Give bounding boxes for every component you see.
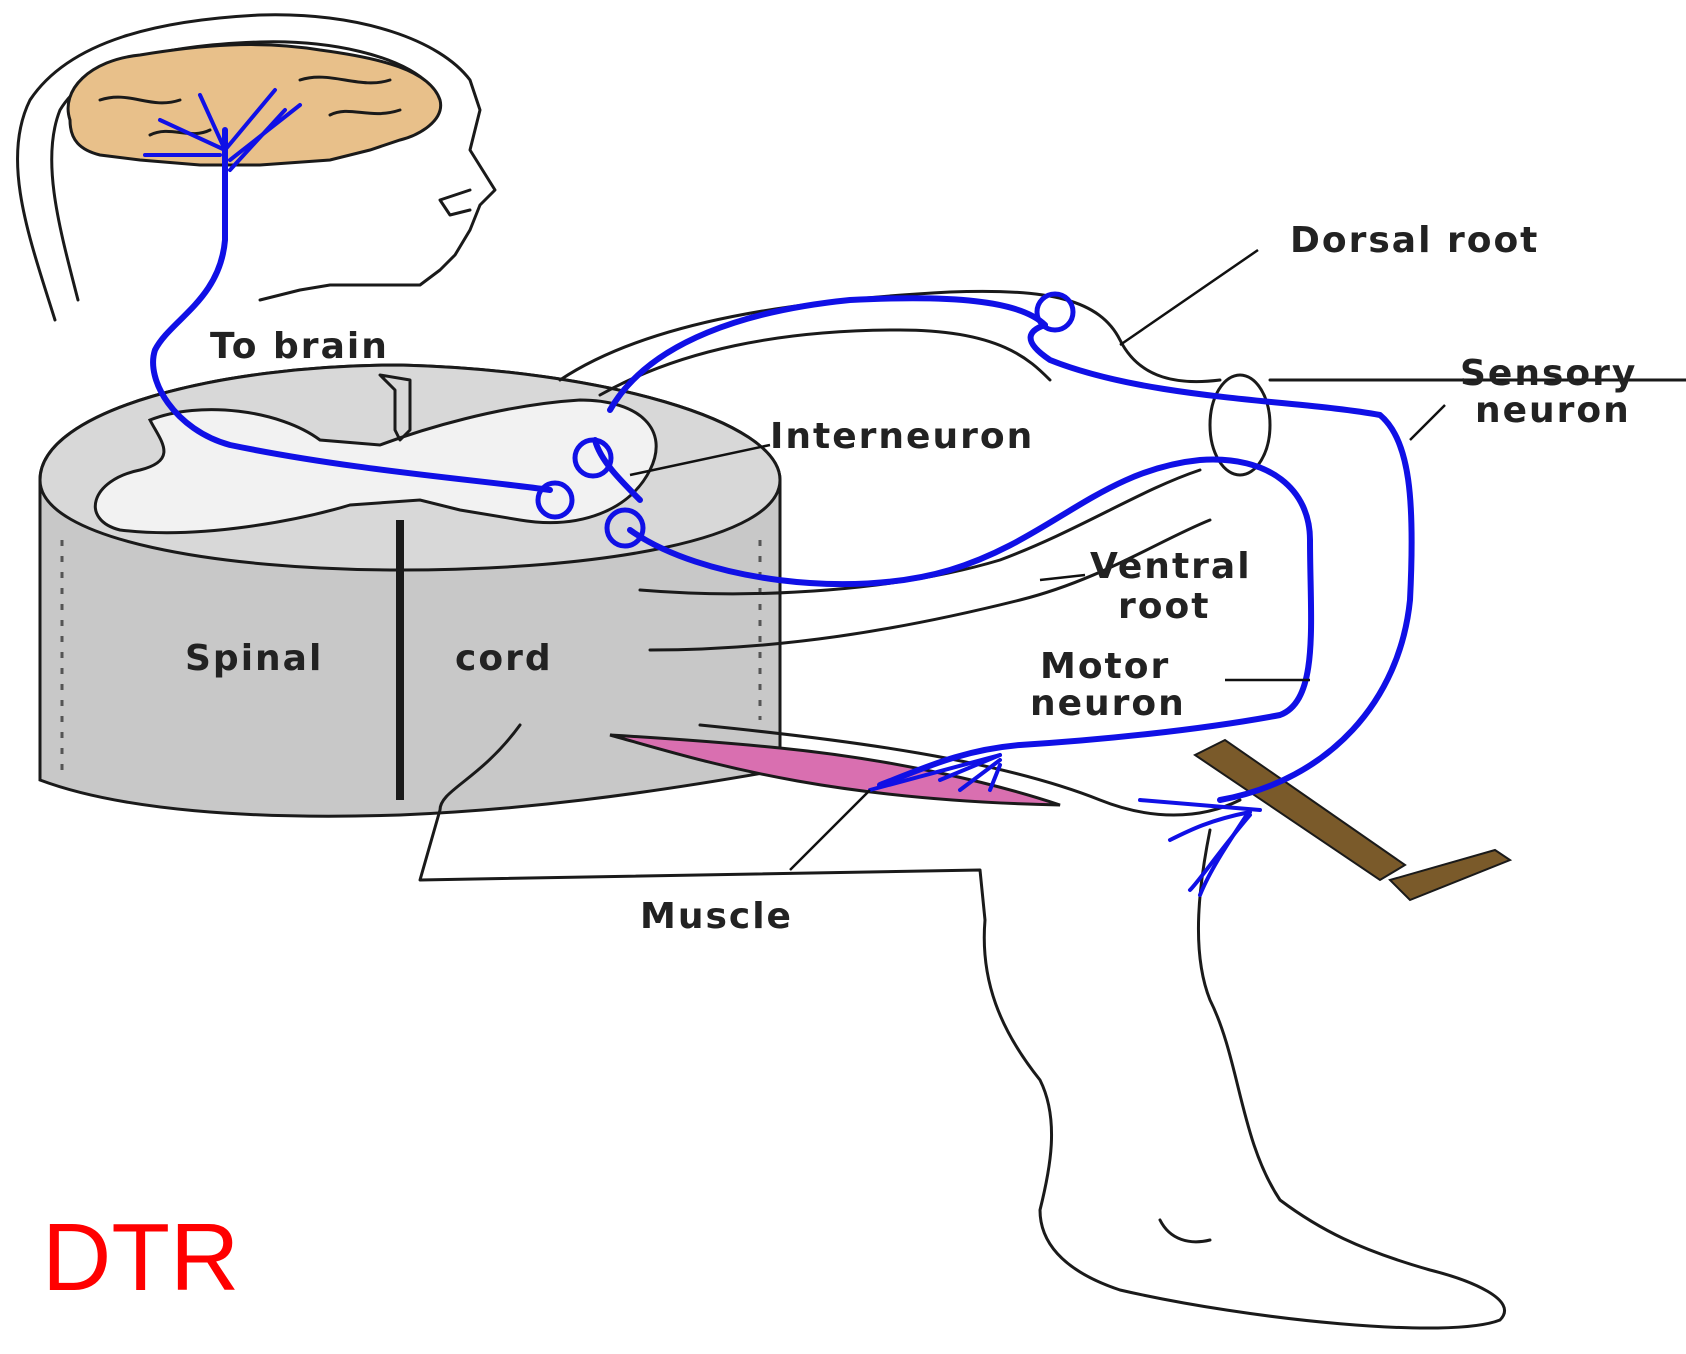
label-dorsal-root: Dorsal root [1290, 220, 1539, 261]
corner-label-dtr: DTR [42, 1210, 239, 1306]
label-to-brain: To brain [210, 326, 389, 367]
label-motor-neuron-1: Motor [1040, 646, 1170, 687]
brain [68, 45, 441, 165]
label-spinal: Spinal [185, 638, 323, 679]
label-interneuron: Interneuron [770, 416, 1034, 457]
body-outline [420, 725, 1505, 1328]
label-motor-neuron-2: neuron [1030, 683, 1186, 724]
label-ventral-root-2: root [1118, 586, 1210, 627]
label-cord: cord [455, 638, 553, 679]
label-ventral-root-1: Ventral [1090, 546, 1252, 587]
label-sensory-neuron-1: Sensory [1460, 353, 1637, 394]
label-sensory-neuron-2: neuron [1475, 390, 1631, 431]
label-muscle: Muscle [640, 896, 793, 937]
